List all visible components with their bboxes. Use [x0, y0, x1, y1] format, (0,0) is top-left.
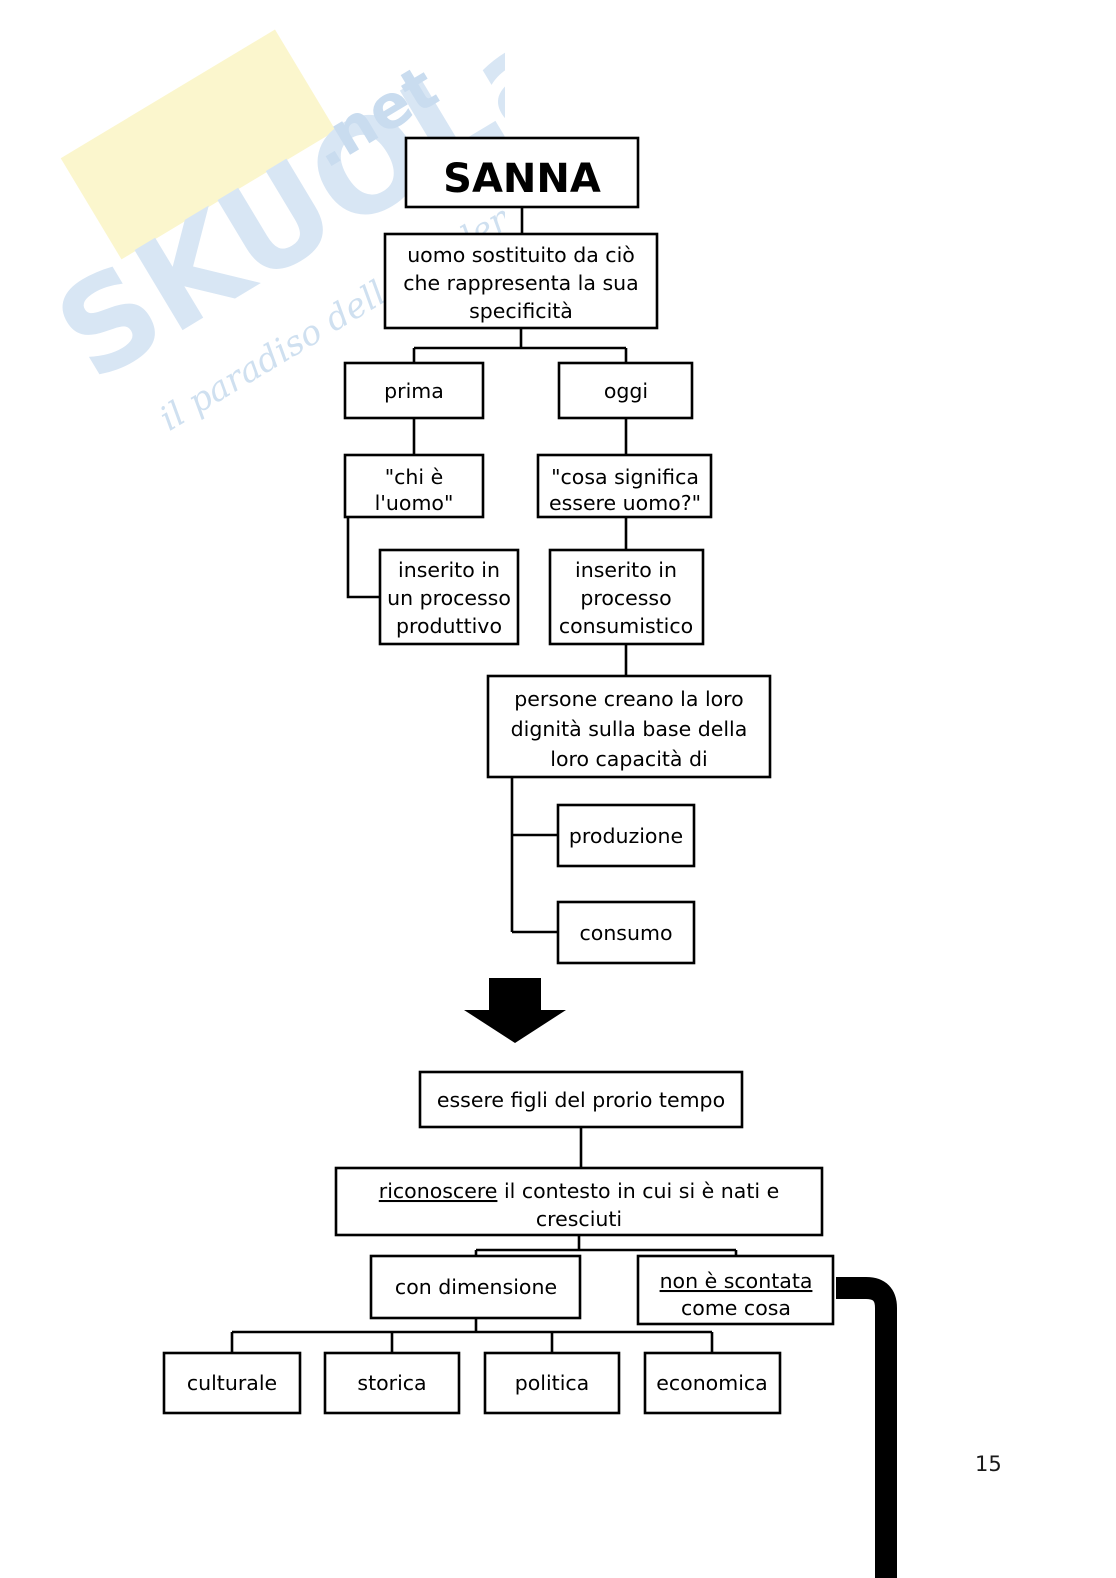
node-riconoscere-contesto[interactable]: riconoscere il contesto in cui si è nati… [334, 1166, 824, 1237]
underlined-word-riconoscere: riconoscere [379, 1179, 498, 1203]
node-essere-figli[interactable]: essere figli del prorio tempo [418, 1070, 744, 1129]
node-sanna[interactable]: SANNA [404, 136, 640, 209]
node-oggi[interactable]: oggi [557, 361, 694, 420]
node-prima-label: prima [384, 379, 444, 403]
node-consumo[interactable]: consumo [556, 900, 696, 965]
node-storica[interactable]: storica [323, 1351, 461, 1415]
node-con-dimensione[interactable]: con dimensione [369, 1254, 582, 1320]
node-persone-line2: dignità sulla base della [511, 717, 748, 741]
thick-elbow-connector [836, 1277, 897, 1578]
node-chi-e-luomo[interactable]: "chi è l'uomo" [343, 453, 485, 519]
edge-chie-to-inserito-produttivo [346, 517, 380, 599]
node-non-e-scontata[interactable]: non è scontata come cosa [636, 1254, 835, 1326]
node-condimensione-label: con dimensione [395, 1275, 557, 1299]
node-uomo-sostituito[interactable]: uomo sostituito da ciò che rappresenta l… [383, 232, 659, 330]
node-sanna-label: SANNA [443, 156, 601, 202]
node-esserefigli-label: essere figli del prorio tempo [437, 1088, 725, 1112]
node-produzione-label: produzione [569, 824, 683, 848]
node-produzione[interactable]: produzione [556, 803, 696, 868]
node-nonescontata-line1: non è scontata [660, 1269, 813, 1293]
node-persone-creano-dignita[interactable]: persone creano la loro dignità sulla bas… [486, 674, 772, 779]
node-consumo-label: consumo [580, 921, 673, 945]
node-inserito-processo-consumistico[interactable]: inserito in processo consumistico [548, 548, 705, 646]
node-oggi-label: oggi [604, 379, 648, 403]
node-persone-line1: persone creano la loro [514, 687, 743, 711]
node-persone-line3: loro capacità di [550, 747, 707, 771]
node-culturale-label: culturale [187, 1371, 277, 1395]
node-politica[interactable]: politica [483, 1351, 621, 1415]
node-culturale[interactable]: culturale [162, 1351, 302, 1415]
node-riconoscere-line2: cresciuti [536, 1207, 622, 1231]
node-economica[interactable]: economica [643, 1351, 782, 1415]
node-politica-label: politica [515, 1371, 590, 1395]
node-riconoscere-line1: riconoscere il contesto in cui si è nati… [379, 1179, 779, 1203]
page-number: 15 [975, 1452, 1002, 1476]
node-cosa-significa[interactable]: "cosa significa essere uomo?" [536, 453, 713, 519]
node-storica-label: storica [357, 1371, 426, 1395]
node-inserito-processo-produttivo[interactable]: inserito in un processo produttivo [378, 548, 520, 646]
node-chie-line1: "chi è [385, 465, 444, 489]
node-consumistico-line2: processo [580, 586, 671, 610]
node-produttivo-line2: un processo [387, 586, 511, 610]
node-consumistico-line3: consumistico [559, 614, 693, 638]
node-cosa-line1: "cosa significa [551, 465, 699, 489]
connector-group [230, 207, 738, 1353]
riconoscere-rest: il contesto in cui si è nati e [497, 1179, 779, 1203]
node-uomo-line1: uomo sostituito da ciò [407, 243, 635, 267]
node-prima[interactable]: prima [343, 361, 485, 420]
node-uomo-line2: che rappresenta la sua [403, 271, 638, 295]
node-produttivo-line3: produttivo [396, 614, 502, 638]
node-economica-label: economica [656, 1371, 767, 1395]
node-consumistico-line1: inserito in [575, 558, 677, 582]
big-down-arrow-icon [464, 978, 566, 1043]
node-cosa-line2: essere uomo?" [549, 491, 701, 515]
node-nonescontata-line2: come cosa [681, 1296, 791, 1320]
node-produttivo-line1: inserito in [398, 558, 500, 582]
node-chie-line2: l'uomo" [375, 491, 454, 515]
node-uomo-line3: specificità [469, 299, 573, 323]
